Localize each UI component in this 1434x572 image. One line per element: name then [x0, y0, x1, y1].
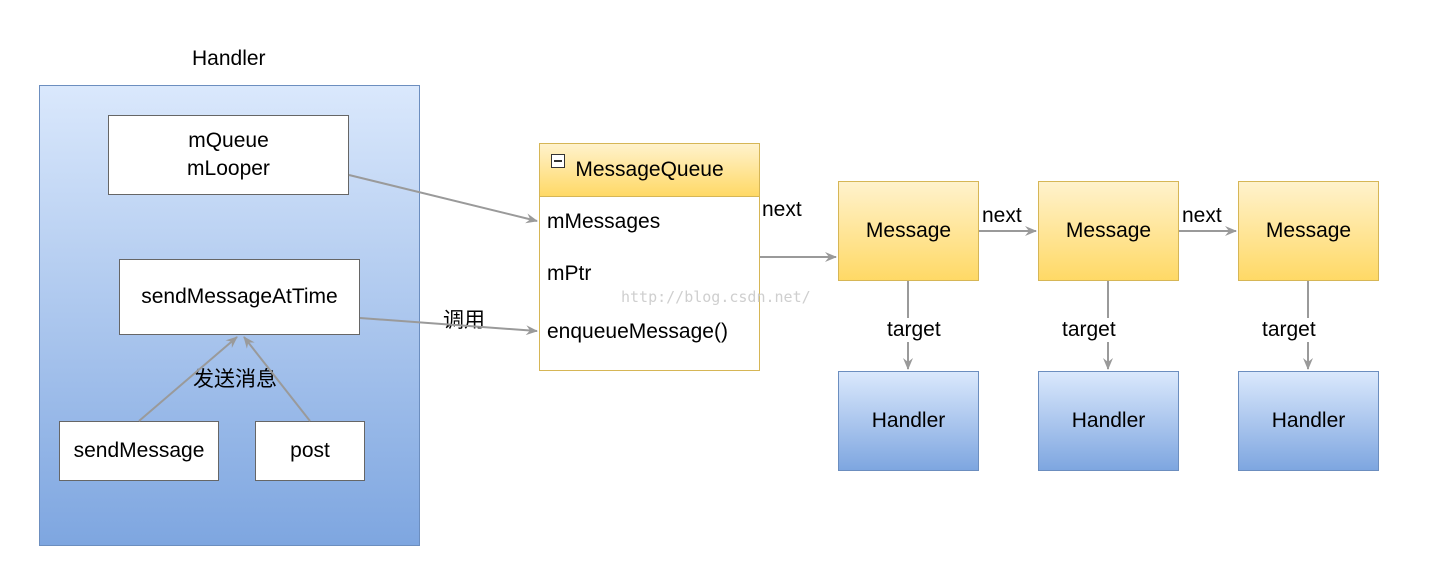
next-label-2: next — [1182, 204, 1222, 227]
target-label-1: target — [887, 318, 941, 342]
next-label-queue: next — [762, 198, 802, 221]
message-node-3: Message — [1238, 181, 1379, 281]
message-node-2: Message — [1038, 181, 1179, 281]
handler-node-2: Handler — [1038, 371, 1179, 471]
post-box: post — [255, 421, 365, 481]
handler-node-1: Handler — [838, 371, 979, 471]
collapse-icon[interactable] — [551, 154, 565, 168]
edge-post-up — [243, 336, 311, 422]
target-label-2: target — [1062, 318, 1116, 342]
edge-call-enqueue — [359, 317, 538, 336]
handler-fields-box: mQueue mLooper — [108, 115, 349, 195]
message-queue-header: MessageQueue — [540, 144, 759, 197]
message-queue-title: MessageQueue — [575, 158, 724, 181]
field-mmessages: mMessages — [547, 210, 661, 233]
edge-sendmessage-up — [138, 336, 238, 422]
next-label-1: next — [982, 204, 1022, 227]
handler-title: Handler — [192, 47, 266, 70]
message-queue-box: MessageQueue mMessages mPtr enqueueMessa… — [539, 143, 760, 371]
edge-mqueue-to-mmessages — [348, 174, 538, 224]
send-message-box: sendMessage — [59, 421, 219, 481]
field-mqueue: mQueue — [188, 129, 269, 152]
message-node-1: Message — [838, 181, 979, 281]
field-mptr: mPtr — [547, 262, 592, 285]
watermark: http://blog.csdn.net/ — [621, 288, 811, 306]
handler-node-3: Handler — [1238, 371, 1379, 471]
send-message-at-time-box: sendMessageAtTime — [119, 259, 360, 335]
field-mlooper: mLooper — [187, 157, 270, 180]
field-enqueue-message: enqueueMessage() — [547, 320, 728, 343]
target-label-3: target — [1262, 318, 1316, 342]
send-label: 发送消息 — [193, 368, 277, 391]
